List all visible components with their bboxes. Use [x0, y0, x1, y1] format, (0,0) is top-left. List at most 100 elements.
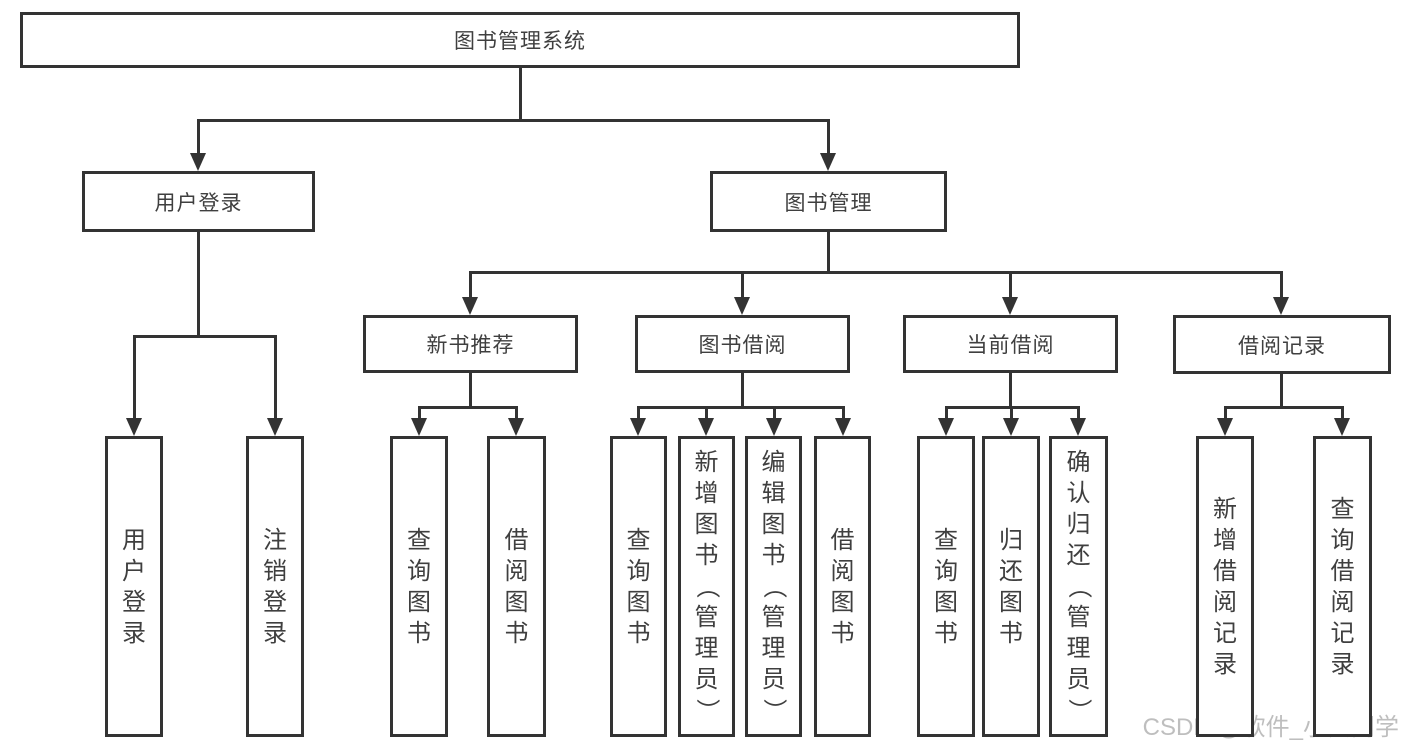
node-borrow-records: 借阅记录 [1173, 315, 1391, 374]
connector-line [1008, 271, 1012, 297]
vertical-char: 增 [694, 480, 719, 507]
connector-line [468, 271, 472, 297]
vertical-char: 员 [761, 666, 786, 693]
vertical-char: 户 [122, 557, 146, 585]
connector-line [1340, 406, 1344, 418]
vertical-char: 书 [761, 542, 786, 569]
leaf-search-books-label: 查询图书 [920, 439, 972, 734]
connector-line [1279, 374, 1283, 408]
vertical-char: 员 [1066, 666, 1091, 693]
leaf-borrow-books-label: 借阅图书 [490, 439, 543, 734]
vertical-char: 借 [1213, 557, 1237, 585]
vertical-char: 登 [263, 588, 287, 616]
vertical-char: 注 [263, 526, 287, 554]
connector-line [1009, 406, 1013, 418]
connector-line [196, 232, 200, 336]
arrow-down-icon [462, 297, 478, 315]
vertical-char: 书 [934, 619, 958, 647]
vertical-char: 理 [1066, 635, 1091, 662]
arrow-down-icon [698, 418, 714, 436]
connector-line [196, 119, 200, 153]
leaf-logout-label: 注销登录 [249, 439, 301, 734]
leaf-user-login: 用户登录 [105, 436, 163, 737]
vertical-char: （ [693, 574, 720, 599]
vertical-char: 书 [626, 619, 651, 647]
vertical-char: 录 [263, 619, 287, 647]
connector-line [514, 406, 518, 418]
node-current-borrow: 当前借阅 [903, 315, 1118, 373]
leaf-add-borrow-record-label: 新增借阅记录 [1199, 439, 1251, 734]
connector-line [417, 406, 421, 418]
arrow-down-icon [1217, 418, 1233, 436]
connector-line [740, 373, 744, 408]
arrow-down-icon [1334, 418, 1350, 436]
leaf-borrow-books: 借阅图书 [487, 436, 546, 737]
vertical-char: 理 [761, 635, 786, 662]
node-borrow-records-label: 借阅记录 [1238, 334, 1326, 358]
vertical-char: 还 [999, 557, 1023, 585]
connector-line [826, 119, 830, 153]
vertical-char: 图 [694, 511, 719, 538]
arrow-down-icon [126, 418, 142, 436]
vertical-char: 询 [407, 557, 431, 585]
connector-line [196, 118, 830, 122]
connector-line [132, 334, 277, 338]
node-book-management: 图书管理 [710, 171, 947, 232]
node-book-management-label: 图书管理 [784, 191, 873, 215]
vertical-char: 记 [1213, 619, 1237, 647]
vertical-char: 图 [934, 588, 958, 616]
vertical-char: （ [1065, 574, 1092, 599]
vertical-char: 图 [626, 588, 651, 616]
leaf-borrow-books-label: 借阅图书 [817, 439, 868, 734]
leaf-edit-books-admin: 编辑图书（管理员） [745, 436, 802, 737]
arrow-down-icon [820, 153, 836, 171]
leaf-confirm-return-admin-label: 确认归还（管理员） [1052, 439, 1105, 734]
vertical-char: 归 [999, 526, 1023, 554]
connector-line [636, 406, 640, 418]
node-current-borrow-label: 当前借阅 [966, 334, 1055, 357]
vertical-char: 书 [694, 542, 719, 569]
connector-line [132, 335, 136, 418]
connector-line [704, 406, 708, 418]
connector-line [468, 270, 1283, 274]
vertical-char: 新 [694, 449, 719, 476]
vertical-char: 查 [934, 526, 958, 554]
arrow-down-icon [1273, 297, 1289, 315]
vertical-char: 员 [694, 666, 719, 693]
vertical-char: 图 [761, 511, 786, 538]
vertical-char: 录 [1213, 650, 1237, 678]
vertical-char: 理 [694, 635, 719, 662]
leaf-search-books: 查询图书 [917, 436, 975, 737]
leaf-search-books: 查询图书 [390, 436, 448, 737]
connector-line [518, 68, 522, 120]
vertical-char: 编 [761, 449, 786, 476]
vertical-char: ） [760, 698, 787, 723]
arrow-down-icon [190, 153, 206, 171]
leaf-search-borrow-record: 查询借阅记录 [1313, 436, 1372, 737]
vertical-char: 用 [122, 526, 146, 554]
connector-line [1279, 271, 1283, 297]
vertical-char: 辑 [761, 480, 786, 507]
leaf-confirm-return-admin: 确认归还（管理员） [1049, 436, 1108, 737]
connector-line [772, 406, 776, 418]
arrow-down-icon [267, 418, 283, 436]
connector-line [1008, 373, 1012, 408]
node-new-book-recommend: 新书推荐 [363, 315, 578, 373]
vertical-char: 书 [504, 619, 529, 647]
vertical-char: 还 [1066, 542, 1091, 569]
vertical-char: 查 [1330, 495, 1355, 523]
leaf-search-books: 查询图书 [610, 436, 667, 737]
connector-line [1223, 406, 1227, 418]
vertical-char: 记 [1330, 619, 1355, 647]
vertical-char: 阅 [1330, 588, 1355, 616]
leaf-return-books-label: 归还图书 [985, 439, 1037, 734]
leaf-user-login-label: 用户登录 [108, 439, 160, 734]
node-new-book-recommend-label: 新书推荐 [426, 334, 515, 357]
vertical-char: 确 [1066, 449, 1091, 476]
arrow-down-icon [766, 418, 782, 436]
connector-line [1076, 406, 1080, 418]
arrow-down-icon [1002, 297, 1018, 315]
vertical-char: 管 [761, 604, 786, 631]
arrow-down-icon [938, 418, 954, 436]
